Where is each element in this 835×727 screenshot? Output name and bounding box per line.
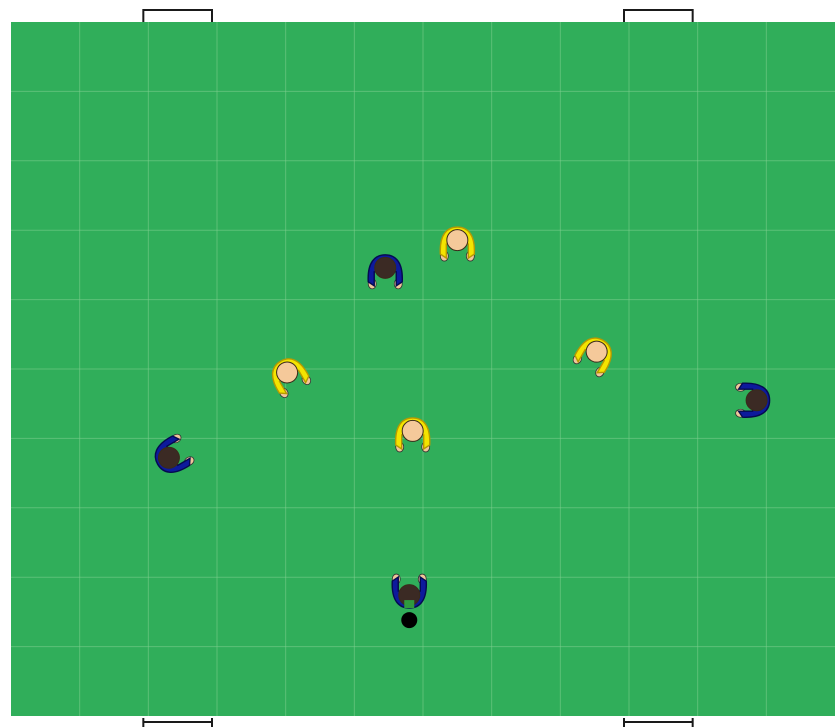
goal-top [624, 10, 693, 22]
player-collar [404, 600, 414, 608]
player-head [375, 257, 396, 278]
goal-bottom [143, 718, 212, 727]
player-head [746, 390, 767, 411]
player-head [402, 420, 423, 441]
ball[interactable] [401, 612, 417, 628]
player-head [447, 230, 468, 251]
goal-bottom [624, 718, 693, 727]
goal-top [143, 10, 212, 22]
